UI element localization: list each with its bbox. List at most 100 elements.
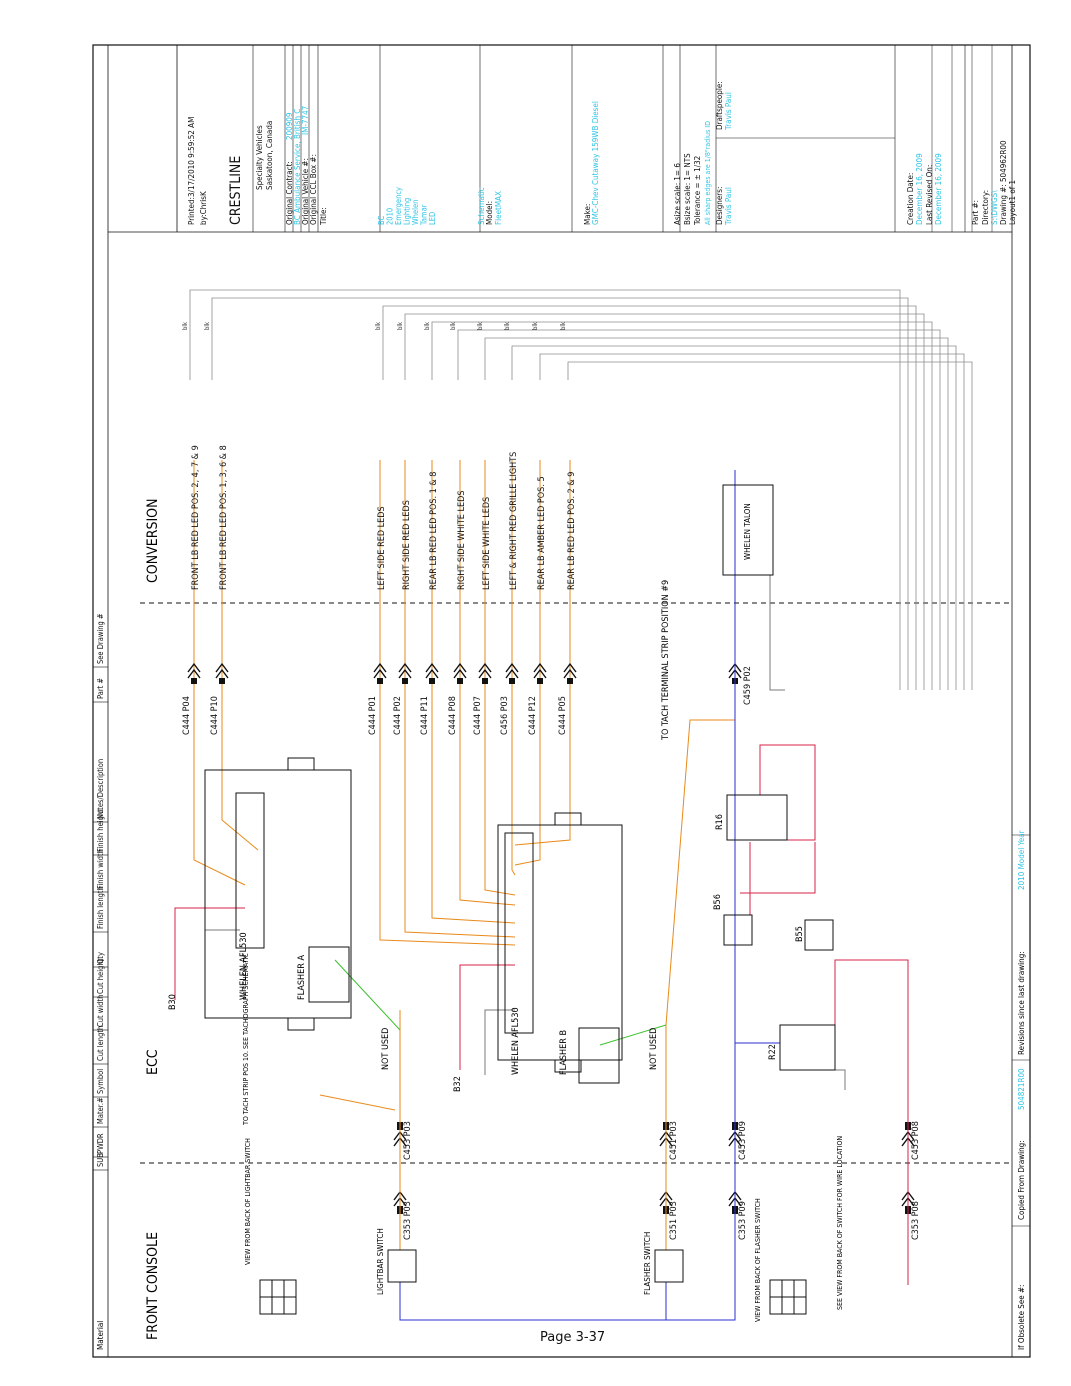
flasher-b-wire-4	[484, 780, 516, 896]
connector-pin-c444_p02	[402, 678, 408, 684]
fuse-b56-label: B56	[713, 894, 723, 910]
header-col-8: Finish length	[96, 886, 105, 929]
connector-arrow-c456_p03	[505, 662, 519, 679]
connector-c444_p10: C444 P10	[210, 696, 220, 735]
connector-c444_p05: C444 P05	[558, 696, 568, 735]
blk-label-1: blk	[204, 321, 211, 330]
last-revised-value: December 16, 2009	[934, 153, 943, 225]
schematic-label: Schematic	[477, 187, 486, 225]
connector-c453_p09: C453 P09	[738, 1121, 748, 1160]
red-75-return	[740, 842, 816, 894]
connector-c353_p09: C353 P09	[738, 1201, 748, 1240]
output-label-0: FRONT LB RED LED POS. 2, 4, 7 & 9	[191, 445, 201, 590]
lightbar-switch-label: LIGHTBAR SWITCH	[376, 1228, 385, 1295]
flasher-a: WHELEN AFL530 FLASHER A	[204, 757, 352, 1031]
relay-r16-label: R16	[715, 814, 725, 830]
obsolete-label: If Obsolete See #:	[1017, 1285, 1026, 1350]
green-wire-a	[334, 959, 401, 1031]
b30-label: B30	[168, 994, 178, 1010]
tolerance: Tolerance = ± 1/32	[693, 156, 702, 226]
directory-value: S:\DWGS\	[990, 190, 999, 225]
section-ecc: ECC	[145, 1049, 161, 1075]
header-col-7: Qty	[96, 952, 105, 964]
part-label: Part #:	[971, 200, 980, 225]
drawing-number: Drawing #: 504962R00	[999, 140, 1008, 225]
header-col-6: Cut height	[96, 958, 105, 994]
blk-label-2: blk	[375, 321, 382, 330]
connector-c444_p12: C444 P12	[528, 696, 538, 735]
output-label-9: REAR LB RED LED POS. 2 & 9	[567, 472, 577, 590]
blk-harness-9	[567, 361, 973, 690]
blk-label-9: blk	[560, 321, 567, 330]
connector-c444_p01: C444 P01	[368, 696, 378, 735]
output-label-7: LEFT & RIGHT RED GRILLE LIGHTS	[509, 452, 519, 590]
connector-c353_p03: C353 P03	[403, 1201, 413, 1240]
fuse-b56: B56	[713, 894, 753, 946]
flasher-b-wire-2	[431, 780, 516, 924]
tach-note-wire	[319, 1094, 396, 1111]
connector-pin-c444_p05	[567, 678, 573, 684]
draftspeople-label: Draftspeople:	[715, 81, 724, 130]
header-col-5: Cut width	[96, 995, 105, 1027]
blk-harness-4	[431, 321, 933, 690]
connector-arrow-c444_p05	[563, 662, 577, 679]
creation-date-value: December 16, 2009	[915, 153, 924, 225]
make-label: Make:	[583, 204, 592, 225]
b32-label: B32	[453, 1076, 463, 1092]
title-label: Title:	[319, 207, 328, 226]
original-contract-value: 200909	[285, 112, 294, 140]
connector-c456_p03: C456 P03	[500, 696, 510, 735]
header-col-2: Mater.#	[96, 1097, 105, 1124]
last-revised-label: Last Revised On:	[925, 165, 934, 225]
printed-date: Printed:3/17/2010 9:59:52 AM	[187, 117, 196, 225]
flasher-a-label: FLASHER A	[297, 955, 307, 1000]
tach-strip-note: TO TACH TERMINAL STRIP POSITION #9	[661, 580, 671, 741]
whelen-talon-label: WHELEN TALON	[743, 503, 752, 560]
title-line-1: 2010	[386, 208, 395, 225]
output-label-3: RIGHT SIDE RED LEDS	[402, 500, 412, 590]
connector-pin-c444_p07	[482, 678, 488, 684]
flasher-pin-table	[769, 1279, 807, 1315]
flasher-b-wire-3	[459, 780, 516, 906]
blk-label-7: blk	[504, 321, 511, 330]
company-location: Saskatoon, Canada	[265, 121, 274, 190]
output-label-8: REAR LB AMBER LED POS. 5	[537, 476, 547, 590]
edge-note: All sharp edges are 1/8"radius ID	[704, 121, 712, 225]
title-line-2: Emergency	[394, 187, 403, 225]
title-line-6: LED	[428, 212, 437, 225]
connector-arrow-c444_p11	[425, 662, 439, 679]
red-40-feed	[834, 959, 909, 1285]
blk-label-8: blk	[532, 321, 539, 330]
header-col-0: SUB	[96, 1153, 105, 1167]
asize-scale: Asize scale: 1= 6	[673, 163, 682, 225]
title-line-4: Whelen	[411, 200, 420, 225]
title-line-3: Lighting	[403, 198, 412, 225]
page-number: Page 3-37	[540, 1330, 606, 1345]
original-vehicle-value: IM-7747	[301, 106, 310, 135]
title-line-0: BC	[377, 216, 386, 225]
not-used-b: NOT USED	[649, 1028, 659, 1070]
connector-arrow-c444_p08	[453, 662, 467, 679]
layout-label: Layout1 of 1	[1008, 180, 1017, 225]
red-b30-wire	[174, 907, 245, 1000]
flasher-a-name: WHELEN AFL530	[239, 932, 249, 1000]
connector-c444_p02: C444 P02	[393, 696, 403, 735]
flasher-b-label: FLASHER B	[559, 1030, 569, 1075]
bottom-strip: If Obsolete See #: Copied From Drawing: …	[1011, 45, 1030, 1357]
directory-label: Directory:	[981, 190, 990, 225]
blk-label-6: blk	[477, 321, 484, 330]
connector-pin-c444_p04	[191, 678, 197, 684]
output-label-4: REAR LB RED LED POS. 1 & 8	[429, 472, 439, 590]
connector-c351_p03: C351 P03	[669, 1201, 679, 1240]
connector-c459_p02: C459 P02	[743, 666, 753, 705]
relay-r22-label: R22	[768, 1044, 778, 1060]
printed-by: by:ChrisK	[199, 191, 208, 225]
connector-arrow-c444_p12	[533, 662, 547, 679]
connector-pin-c444_p10	[219, 678, 225, 684]
revisions-label: Revisions since last drawing:	[1017, 951, 1026, 1055]
connector-arrow-c444_p10	[215, 662, 229, 679]
flasher-switch-label: FLASHER SWITCH	[643, 1232, 652, 1295]
